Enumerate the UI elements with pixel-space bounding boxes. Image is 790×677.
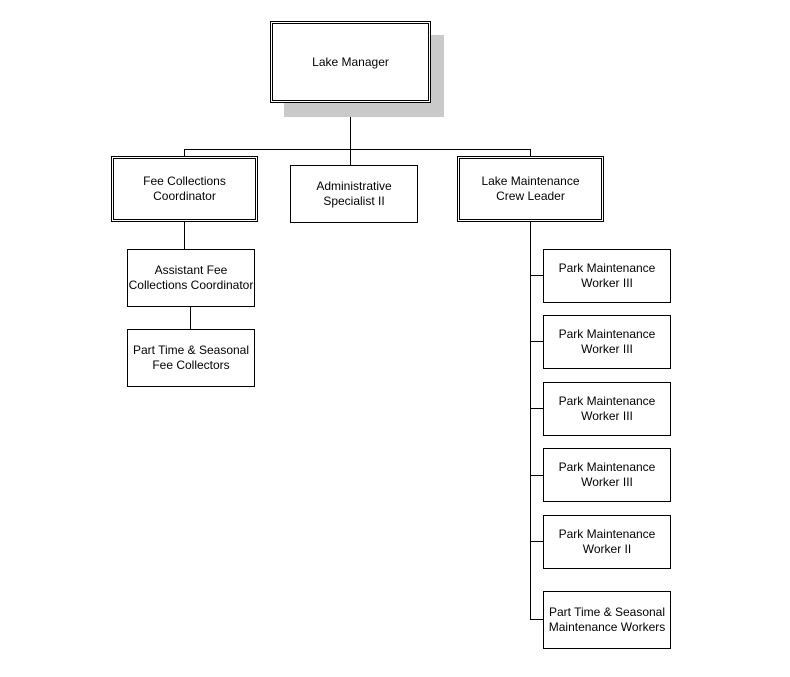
node-label: Part Time & Seasonal Fee Collectors — [132, 343, 250, 372]
node-assistant-fee-coordinator: Assistant Fee Collections Coordinator — [127, 249, 255, 307]
node-label: Park Maintenance Worker III — [558, 460, 656, 489]
node-administrative-specialist: Administrative Specialist II — [290, 165, 418, 223]
node-maintenance-worker: Park Maintenance Worker II — [543, 515, 671, 569]
connector-worker-5 — [530, 541, 543, 542]
node-label: Park Maintenance Worker III — [558, 261, 656, 290]
node-fee-collections-coordinator: Fee Collections Coordinator — [111, 156, 258, 222]
node-lake-manager: Lake Manager — [270, 21, 431, 103]
node-label: Lake Manager — [312, 54, 389, 69]
node-lake-maintenance-crew-leader: Lake Maintenance Crew Leader — [457, 156, 604, 222]
node-maintenance-workers-seasonal: Part Time & Seasonal Maintenance Workers — [543, 591, 671, 649]
node-maintenance-worker: Park Maintenance Worker III — [543, 249, 671, 303]
node-label: Part Time & Seasonal Maintenance Workers — [548, 605, 666, 634]
connector-level1-bar — [184, 149, 531, 150]
connector-worker-3 — [530, 408, 543, 409]
node-label: Administrative Specialist II — [316, 179, 392, 208]
connector-worker-2 — [530, 341, 543, 342]
node-label: Park Maintenance Worker III — [558, 394, 656, 423]
node-label: Assistant Fee Collections Coordinator — [128, 263, 254, 292]
connector-manager-down — [350, 102, 351, 149]
node-label: Fee Collections Coordinator — [143, 174, 226, 203]
node-label: Lake Maintenance Crew Leader — [481, 174, 580, 203]
connector-assistant-to-collectors — [190, 306, 191, 329]
node-maintenance-worker: Park Maintenance Worker III — [543, 382, 671, 436]
connector-maint-spine — [530, 221, 531, 620]
connector-fee-to-assistant — [184, 221, 185, 249]
node-label: Park Maintenance Worker II — [558, 527, 656, 556]
node-fee-collectors: Part Time & Seasonal Fee Collectors — [127, 329, 255, 387]
node-maintenance-worker: Park Maintenance Worker III — [543, 315, 671, 369]
connector-maint-down — [530, 149, 531, 157]
connector-worker-6 — [530, 619, 543, 620]
connector-worker-4 — [530, 475, 543, 476]
connector-worker-1 — [530, 275, 543, 276]
connector-admin-down — [350, 149, 351, 165]
node-maintenance-worker: Park Maintenance Worker III — [543, 448, 671, 502]
connector-fee-down — [184, 149, 185, 157]
node-label: Park Maintenance Worker III — [558, 327, 656, 356]
